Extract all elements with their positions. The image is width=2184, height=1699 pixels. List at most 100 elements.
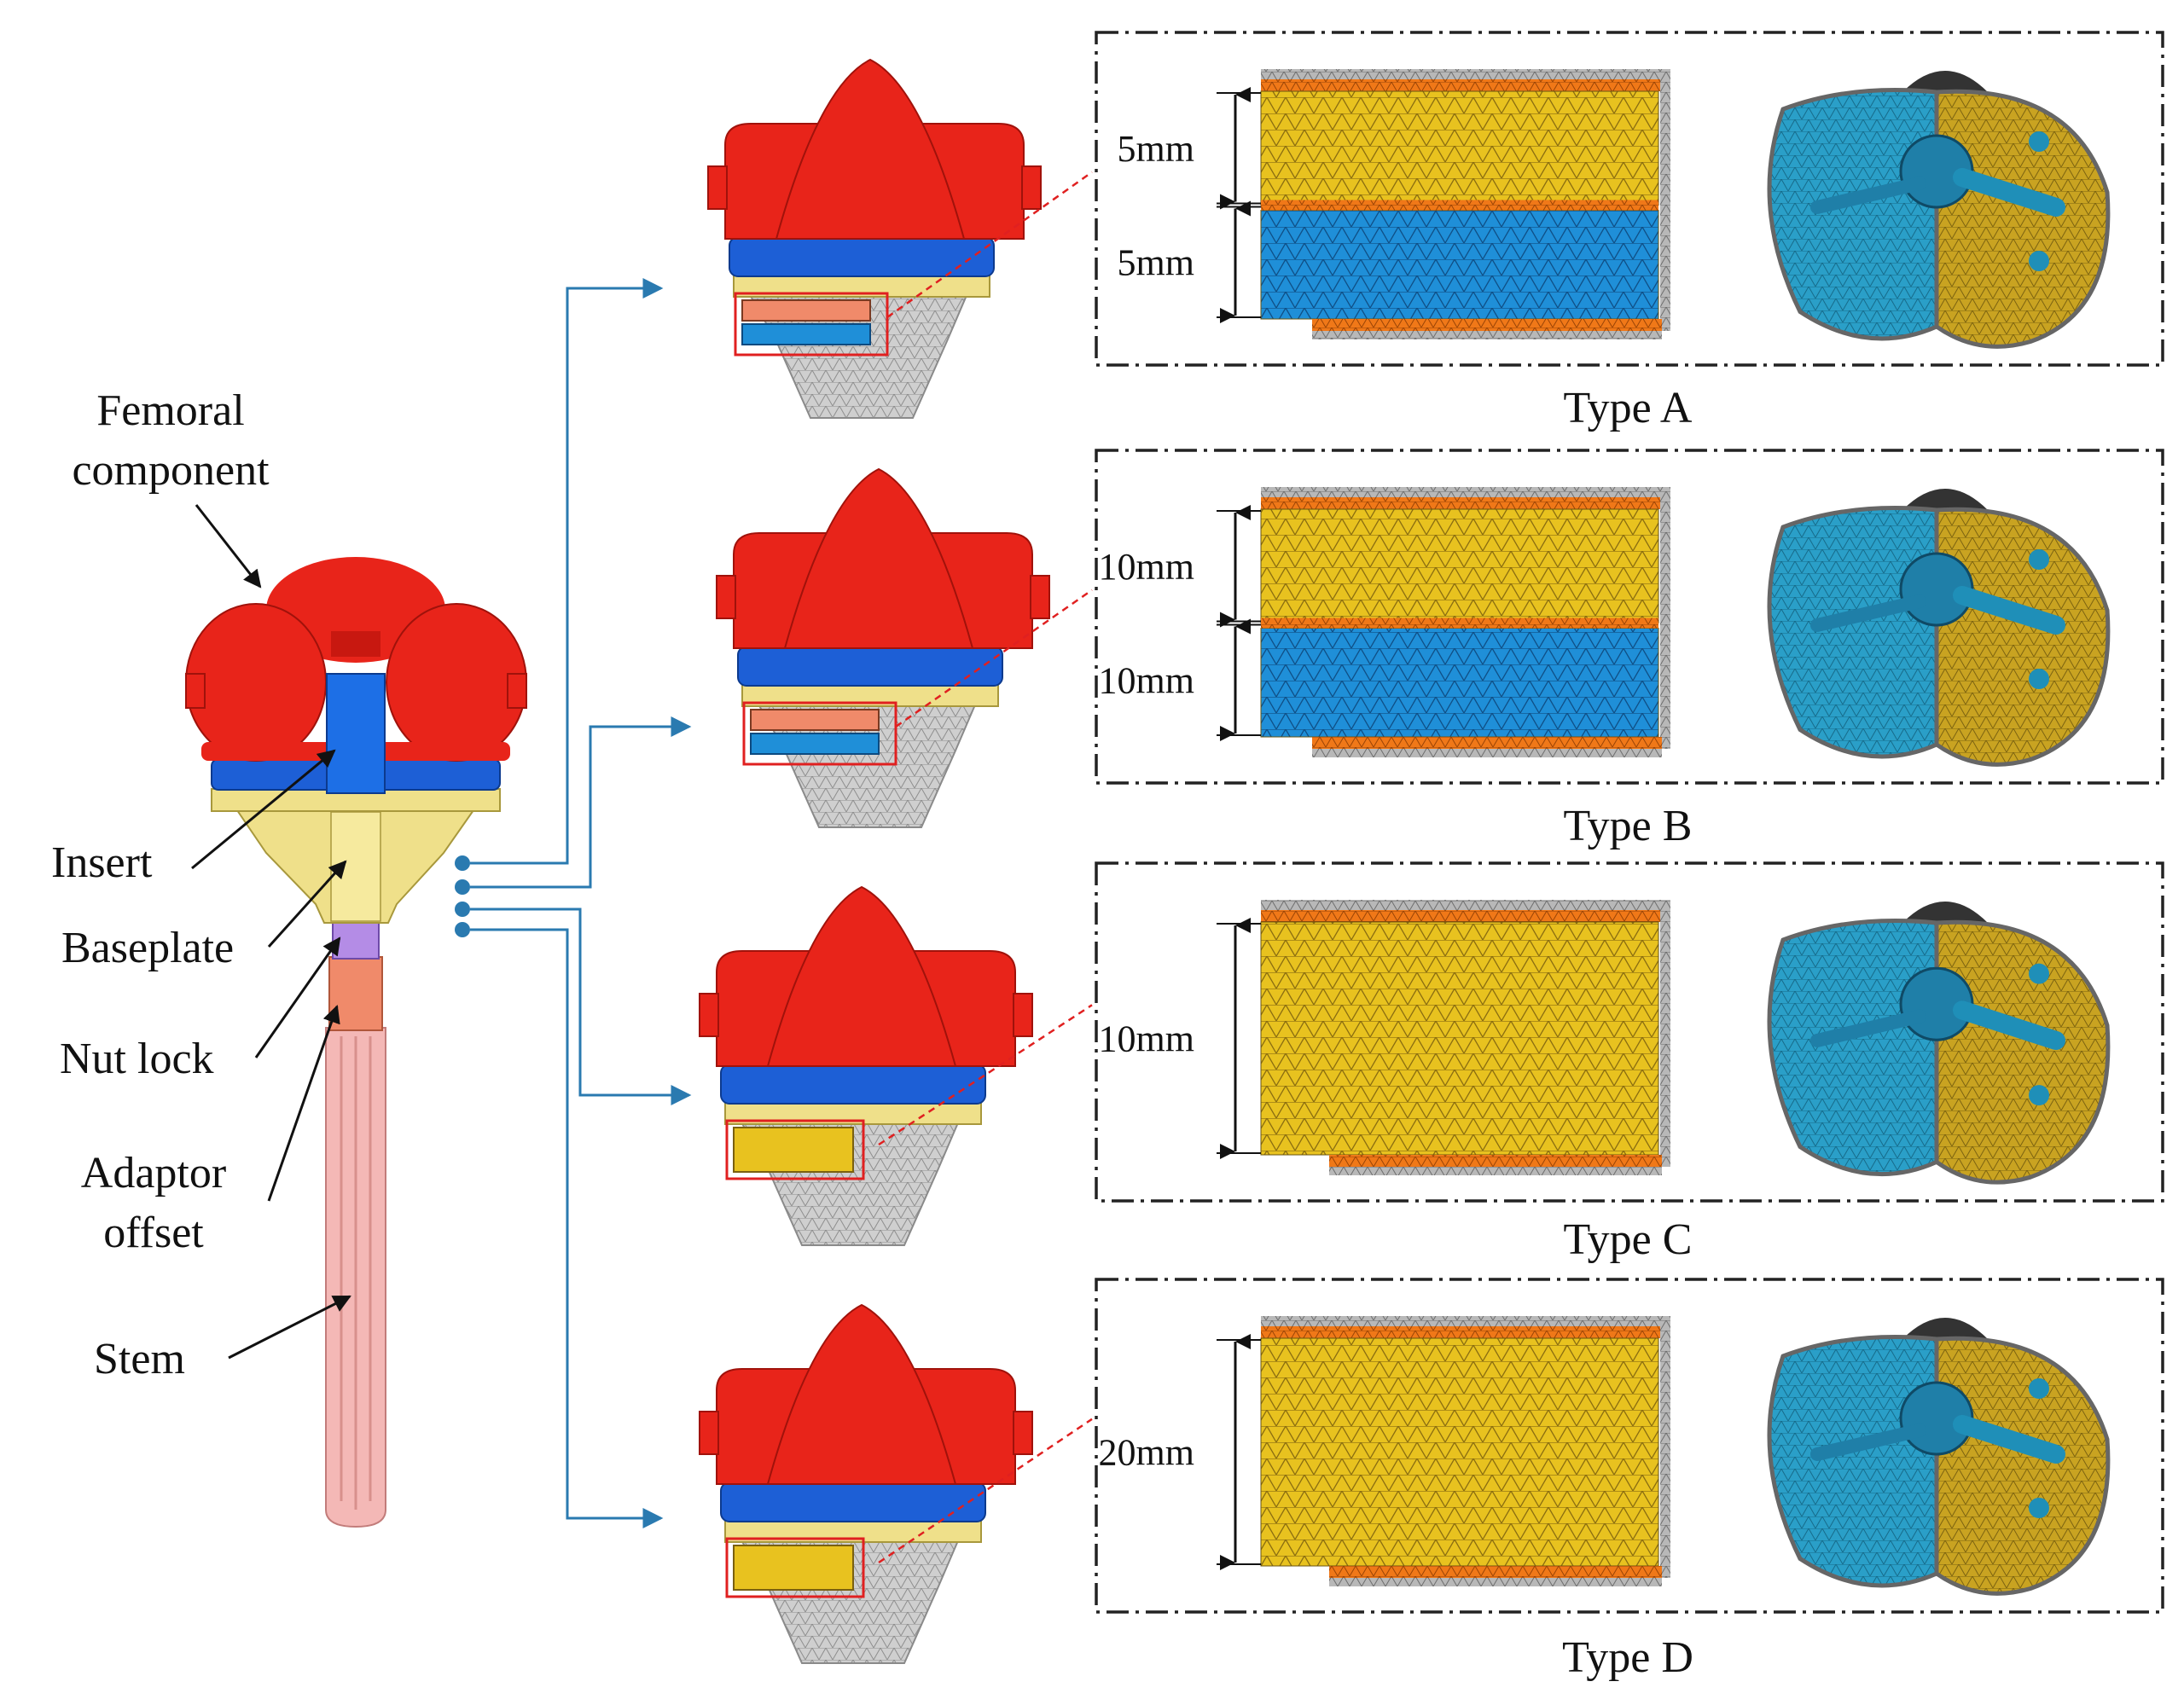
tray-teal-half (1767, 506, 1939, 759)
femoral-flange (775, 58, 966, 240)
section-top-shell (1261, 1316, 1670, 1326)
augment-yellow-block (733, 1545, 854, 1591)
femoral-peg-right (1030, 575, 1050, 619)
tray-post-shadow (1902, 902, 1988, 923)
augment-layer-yellow (1260, 1337, 1659, 1567)
tray-keel-fin (1810, 594, 1926, 632)
connector-dot (455, 855, 470, 871)
tray-screw-hole (2029, 1498, 2049, 1518)
tray-screw-hole (2029, 251, 2049, 271)
section-cement-top (1261, 79, 1660, 91)
tray-slot (1953, 1000, 2065, 1050)
section-top-shell (1261, 900, 1670, 910)
section-top-shell (1261, 69, 1670, 79)
connector-dot (455, 879, 470, 895)
zoom-leader (878, 1004, 1093, 1146)
augment-layer-yellow (1260, 508, 1659, 623)
connector-dot (455, 902, 470, 917)
type-label: Type B (1564, 802, 1693, 850)
section-side-shell (1660, 497, 1670, 749)
tray-screw-hole (2029, 549, 2049, 570)
label-baseplate: Baseplate (61, 924, 234, 972)
tray-post-shadow (1902, 71, 1988, 92)
label-insert: Insert (51, 838, 153, 887)
detail-frame (1095, 861, 2164, 1203)
tray-teal-half (1767, 88, 1939, 341)
insert (729, 236, 995, 277)
adaptor-offset-shape (328, 956, 383, 1031)
zoom-leader (895, 589, 1093, 728)
highlight-box (734, 292, 889, 357)
femoral-peg-right (1013, 1411, 1033, 1455)
knee-model (716, 467, 1050, 828)
tray-top-view (1767, 71, 2111, 349)
femoral-peg-left (716, 575, 736, 619)
section-cement-bottom (1329, 1155, 1662, 1167)
section-side-shell (1660, 79, 1670, 331)
section-bottom-shell (1312, 331, 1662, 339)
detail-frame (1095, 1278, 2164, 1614)
tray-gold-half (1934, 507, 2111, 767)
section-cement-mid (1261, 200, 1658, 211)
section-side-shell (1660, 910, 1670, 1167)
dimension-label: 10mm (1099, 546, 1194, 588)
label-adaptor-line1: Adaptor (81, 1149, 226, 1197)
augment-orange-layer (741, 299, 871, 322)
femoral-flange (766, 1303, 957, 1485)
type-label: Type D (1562, 1633, 1693, 1682)
section-top-shell (1261, 487, 1670, 497)
augment-blue-layer (741, 323, 871, 345)
tray-post-shadow (1902, 1318, 1988, 1339)
augment-blue-layer (750, 733, 880, 755)
dimension-label: 20mm (1099, 1432, 1194, 1474)
tray-keel-fin (1810, 1424, 1926, 1461)
tray-screw-hole (2029, 669, 2049, 689)
full-implant-assembly (185, 557, 527, 1528)
tray-screw-hole (2029, 1085, 2049, 1106)
knee-model (699, 1303, 1033, 1664)
section-cement-top (1261, 910, 1660, 922)
tray-top-view (1767, 489, 2111, 767)
highlight-box (742, 701, 897, 766)
knee-model (707, 58, 1042, 419)
nut-lock-shape (332, 922, 380, 960)
dimension-label: 5mm (1118, 128, 1194, 170)
section-bottom-shell (1312, 749, 1662, 757)
connector-dot (455, 922, 470, 937)
femoral-flange (783, 467, 974, 649)
femoral-peg-right (1013, 993, 1033, 1037)
tray-teal-half (1767, 1335, 1939, 1588)
section-cement-bottom (1329, 1566, 1662, 1578)
label-stem: Stem (94, 1335, 185, 1383)
tray-top-view (1767, 1318, 2111, 1596)
label-femoral-line2: component (72, 446, 270, 495)
augment-layer-yellow (1260, 921, 1659, 1156)
type-label: Type C (1564, 1215, 1693, 1264)
augment-layer-blue (1260, 210, 1659, 320)
tray-slot (1953, 1415, 2065, 1464)
section-cement-top (1261, 1326, 1660, 1338)
section-bottom-shell (1329, 1167, 1662, 1175)
tray-keel-fin (1810, 1009, 1926, 1047)
tray-slot (1953, 168, 2065, 217)
knee-model (699, 885, 1033, 1246)
femoral-peg-right (1021, 165, 1042, 210)
tray-screw-hole (2029, 131, 2049, 152)
augment-layer-yellow (1260, 90, 1659, 206)
detail-frame (1095, 31, 2164, 367)
femoral-flange (766, 885, 957, 1067)
type-label: Type A (1564, 384, 1693, 432)
label-leader-lines (191, 504, 351, 1360)
section-bottom-shell (1329, 1578, 1662, 1586)
dimension-label: 10mm (1099, 659, 1194, 701)
augment-layer-blue (1260, 628, 1659, 738)
connector-arrows (455, 278, 692, 1528)
highlight-box (725, 1119, 865, 1180)
section-cement-mid (1261, 618, 1658, 629)
femoral-peg-left (699, 993, 719, 1037)
tray-gold-half (1934, 1336, 2111, 1596)
